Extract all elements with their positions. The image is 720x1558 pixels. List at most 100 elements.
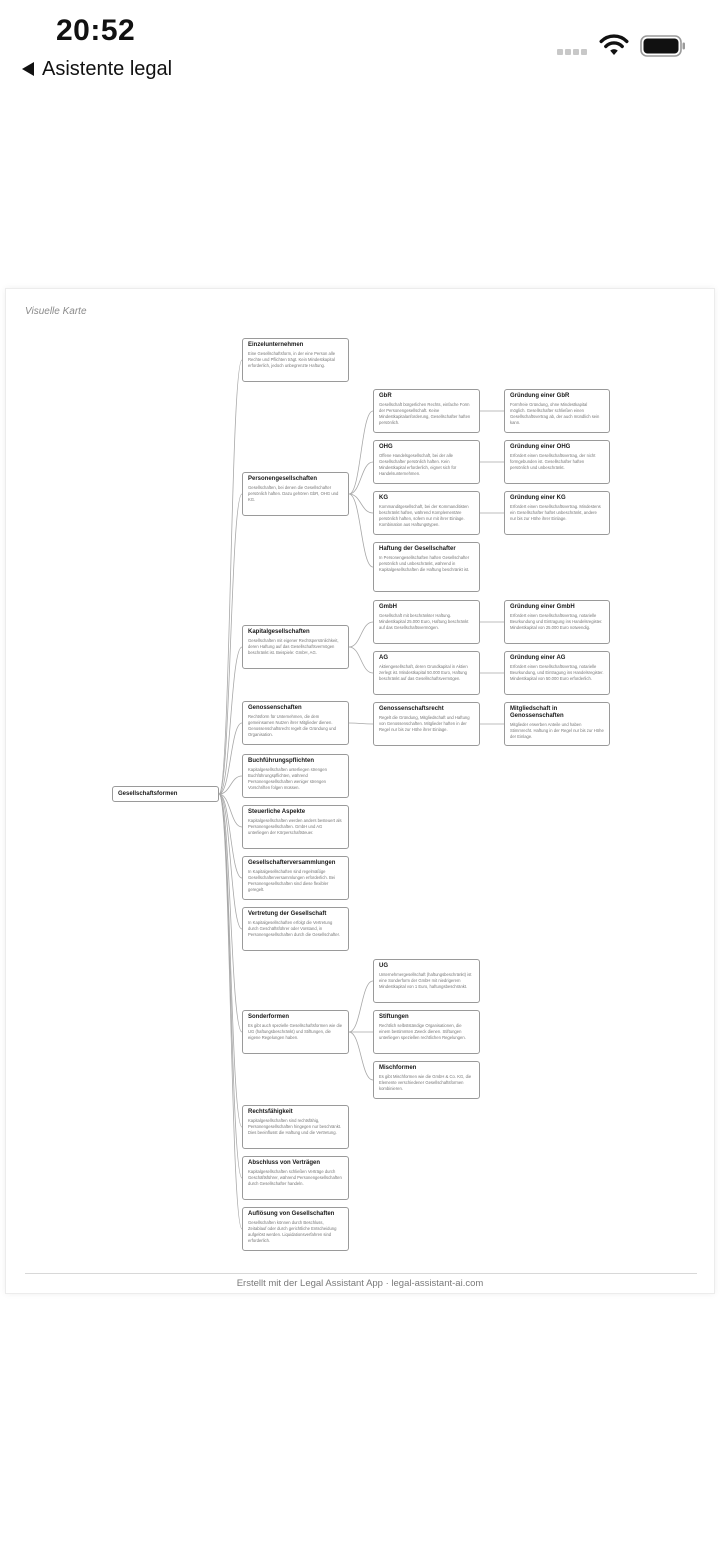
node-description: Erfordert einen Gesellschaftsvertrag, no… — [510, 612, 603, 630]
node-description: Aktiengesellschaft, deren Grundkapital i… — [379, 663, 468, 681]
mindmap-node-mischformen: Mischformen Es gibt Mischformen wie die G… — [373, 1061, 480, 1099]
node-title: Vertretung der Gesellschaft — [248, 911, 327, 917]
connector-root-branch — [218, 793, 243, 828]
node-title: Stiftungen — [379, 1014, 409, 1020]
node-description: In Kapitalgesellschaften sind regelmäßig… — [248, 868, 336, 892]
node-title: Kapitalgesellschaften — [248, 629, 310, 635]
node-description: Regelt die Gründung, Mitgliedschaft und … — [379, 714, 470, 732]
node-description: Erfordert einen Gesellschaftsvertrag, de… — [510, 452, 596, 470]
connector-root-branch — [218, 793, 243, 930]
node-title: Genossenschaften — [248, 705, 302, 711]
connector-branch-subtopic — [348, 1031, 374, 1081]
connector-branch-subtopic — [348, 461, 374, 495]
mindmap-node-gbr: GbR Gesellschaft bürgerlichen Rechts, ein… — [373, 389, 480, 433]
connector-branch-subtopic — [348, 621, 374, 648]
wifi-icon — [599, 34, 629, 55]
node-description: Es gibt Mischformen wie die GmbH & Co. K… — [379, 1073, 472, 1091]
node-title: Buchführungspflichten — [248, 758, 314, 764]
mindmap-node-sonderformen: Sonderformen Es gibt auch spezielle Gesel… — [242, 1010, 349, 1054]
node-title: AG — [379, 655, 388, 661]
node-title: Genossenschaftsrecht — [379, 706, 444, 712]
node-title: Mischformen — [379, 1065, 417, 1071]
node-description: Gesellschaften können durch Beschluss, Z… — [248, 1219, 337, 1243]
node-title: Gründung einer KG — [510, 495, 566, 501]
connector-branch-subtopic — [348, 722, 374, 725]
mindmap-node-gmbh: GmbH Gesellschaft mit beschränkter Haftun… — [373, 600, 480, 644]
connector-branch-subtopic — [348, 493, 374, 568]
node-description: Offene Handelsgesellschaft, bei der alle… — [379, 452, 457, 476]
mindmap-node-ag: AG Aktiengesellschaft, deren Grundkapital… — [373, 651, 480, 695]
node-title: Sonderformen — [248, 1014, 290, 1020]
connector-root-branch — [218, 793, 243, 1230]
connector-root-branch — [218, 359, 243, 795]
node-description: In Kapitalgesellschaften erfolgt die Ver… — [248, 919, 340, 937]
mind-map-connectors — [218, 359, 504, 1230]
node-description: Gesellschaft bürgerlichen Rechts, einfac… — [379, 401, 471, 425]
status-bar: 20:52 — [0, 0, 720, 57]
node-description: Eine Gesellschaftsform, in der eine Pers… — [248, 350, 336, 368]
node-description: Mitglieder erwerben Anteile und haben St… — [510, 721, 604, 739]
connector-root-branch — [218, 775, 243, 795]
node-title: GbR — [379, 393, 392, 399]
mindmap-root: Gesellschaftsformen — [112, 786, 219, 802]
node-description: Gesellschaften mit eigener Rechtspersönl… — [248, 637, 339, 655]
node-title: Rechtsfähigkeit — [248, 1109, 293, 1115]
node-title: OHG — [379, 444, 393, 450]
connector-root-branch — [218, 793, 243, 1033]
node-title: Abschluss von Verträgen — [248, 1160, 321, 1166]
cellular-signal-icon — [557, 49, 589, 57]
node-title: Gründung einer AG — [510, 655, 566, 661]
node-description: Kapitalgesellschaften sind rechtsfähig, … — [248, 1117, 342, 1135]
node-description: Kapitalgesellschaften schließen Verträge… — [248, 1168, 342, 1186]
connector-root-branch — [218, 722, 243, 795]
battery-icon — [640, 35, 685, 57]
node-title: Auflösung von Gesellschaften — [248, 1211, 335, 1217]
connector-root-branch — [218, 646, 243, 795]
node-description: Unternehmergesellschaft (haftungsbeschrä… — [379, 971, 472, 989]
node-description: Rechtlich selbstständige Organisationen,… — [379, 1022, 466, 1040]
card-footer: Erstellt mit der Legal Assistant App · l… — [236, 1278, 484, 1289]
back-button[interactable]: Asistente legal — [22, 56, 172, 82]
connector-root-branch — [218, 793, 243, 1128]
connector-root-branch — [218, 793, 243, 1179]
node-description: Formfreie Gründung, ohne Mindestkapital … — [510, 401, 600, 425]
node-description: Gesellschaften, bei denen die Gesellscha… — [248, 484, 339, 502]
node-title: Personengesellschaften — [248, 476, 318, 482]
node-title: Einzelunternehmen — [248, 342, 304, 348]
connector-branch-subtopic — [348, 493, 374, 514]
mindmap-node-ohg: OHG Offene Handelsgesellschaft, bei der a… — [373, 440, 480, 484]
node-title: GmbH — [379, 604, 397, 610]
node-description: Gesellschaft mit beschränkter Haftung. M… — [379, 612, 469, 630]
node-description: Es gibt auch spezielle Gesellschaftsform… — [248, 1022, 343, 1040]
node-title: Mitgliedschaft in Genossenschaften — [510, 706, 564, 719]
node-description: Kapitalgesellschaften werden anders best… — [248, 817, 342, 835]
mindmap-node-gruendung-einer-gmbh: Gründung einer GmbH Erfordert einen Gesel… — [504, 600, 610, 644]
node-description: Rechtsform für Unternehmen, die dem geme… — [248, 713, 336, 737]
mindmap-node-vertretung-der-gesellschaft: Vertretung der Gesellschaft In Kapitalges… — [242, 907, 349, 951]
node-title: Haftung der Gesellschafter — [379, 546, 456, 552]
connector-branch-subtopic — [348, 646, 374, 674]
back-arrow-icon — [22, 62, 34, 76]
connector-root-branch — [218, 493, 243, 795]
node-title: Gründung einer GmbH — [510, 604, 575, 610]
status-time: 20:52 — [56, 14, 136, 47]
node-title: Steuerliche Aspekte — [248, 809, 306, 815]
